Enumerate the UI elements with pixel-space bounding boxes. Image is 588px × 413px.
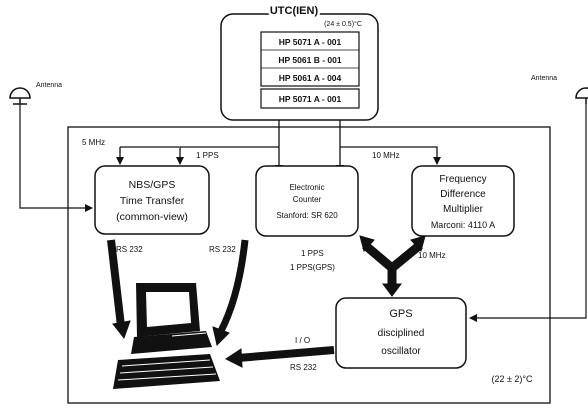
utc-ien-box: UTC(IEN) (24 ± 0.5)°C HP 5071 A - 001 HP…	[220, 3, 379, 121]
label-5mhz: 5 MHz	[82, 138, 105, 147]
gps-oscillator-box: GPS disciplined oscillator	[335, 297, 467, 369]
counter-box: Electronic Counter Stanford: SR 620	[255, 165, 359, 237]
computer-icon	[113, 283, 220, 389]
label-rs232-left: RS 232	[116, 245, 143, 254]
counter-line-3: Stanford: SR 620	[276, 211, 338, 220]
nbs-line-1: NBS/GPS	[129, 179, 176, 191]
clock-1: HP 5071 A - 001	[279, 37, 342, 47]
label-10mhz-right: 10 MHz	[418, 251, 446, 260]
gps-line-3: oscillator	[381, 346, 421, 357]
label-rs232-mid: RS 232	[209, 245, 236, 254]
freq-line-3: Multiplier	[443, 204, 484, 215]
counter-line-2: Counter	[293, 195, 322, 204]
label-1pps-gps: 1 PPS(GPS)	[290, 263, 335, 272]
rs232-arrows	[107, 239, 335, 368]
freq-line-1: Frequency	[439, 174, 486, 185]
antenna-right-icon	[575, 87, 588, 104]
antenna-left-cable	[19, 104, 93, 212]
lab-temperature: (22 ± 2)°C	[491, 374, 533, 384]
clock-4: HP 5071 A - 001	[279, 94, 342, 104]
y-connector	[359, 235, 426, 297]
nbs-gps-box: NBS/GPS Time Transfer (common-view)	[94, 165, 210, 235]
label-1pps-counter: 1 PPS	[301, 249, 324, 258]
antenna-left-label: Antenna	[36, 82, 62, 89]
gps-line-1: GPS	[389, 308, 412, 320]
clock-ensemble-frame	[260, 31, 360, 87]
label-10mhz-top: 10 MHz	[372, 151, 400, 160]
clock-3: HP 5061 A - 004	[279, 73, 342, 83]
clock-2: HP 5061 B - 001	[278, 55, 341, 65]
antenna-left-icon	[9, 87, 31, 105]
nbs-line-2: Time Transfer	[120, 195, 185, 207]
label-io: I / O	[295, 336, 310, 345]
label-rs232-gps: RS 232	[290, 363, 317, 372]
utc-title: UTC(IEN)	[270, 5, 319, 17]
frequency-multiplier-box: Frequency Difference Multiplier Marconi:…	[411, 165, 515, 237]
lab-enclosure	[67, 126, 551, 404]
distribution-lines	[116, 120, 441, 173]
gps-line-2: disciplined	[378, 328, 425, 339]
clock-separate-frame	[260, 88, 360, 109]
utc-temperature: (24 ± 0.5)°C	[324, 20, 362, 28]
label-1pps-top: 1 PPS	[196, 151, 219, 160]
freq-line-4: Marconi: 4110 A	[431, 220, 495, 230]
nbs-line-3: (common-view)	[116, 211, 188, 223]
counter-line-1: Electronic	[289, 183, 324, 192]
antenna-right-cable	[469, 104, 587, 322]
antenna-right-label: Antenna	[531, 75, 557, 82]
freq-line-2: Difference	[440, 189, 486, 200]
